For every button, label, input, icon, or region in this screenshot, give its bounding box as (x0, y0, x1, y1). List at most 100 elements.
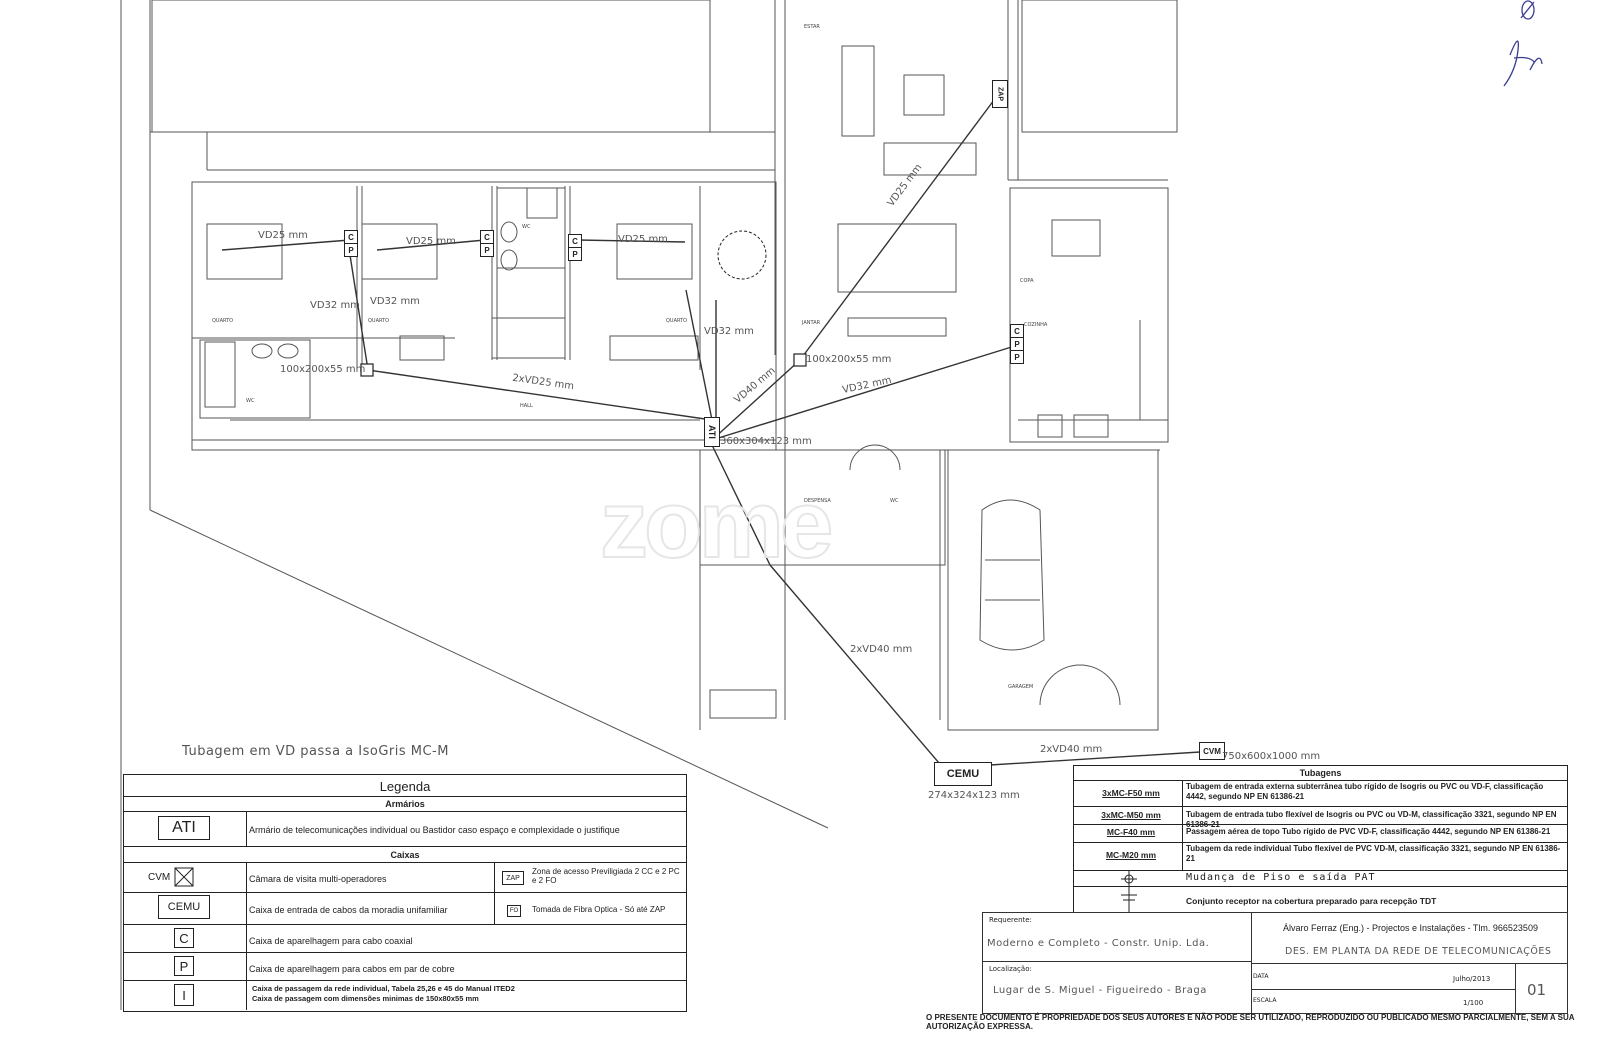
legend-section-header: Armários (385, 799, 425, 809)
data-value: Julho/2013 (1453, 975, 1491, 983)
cable-label: VD25 mm (258, 230, 308, 241)
data-label: DATA (1253, 973, 1269, 980)
room-label: WC (246, 398, 255, 404)
cvm-chamber: CVM (1199, 742, 1225, 760)
dimension-label: 750x600x1000 mm (1222, 751, 1321, 762)
antenna-desc: Conjunto receptor na cobertura preparado… (1186, 896, 1437, 906)
tubagem-desc: Tubagem da rede individual Tubo flexível… (1186, 844, 1561, 863)
sofa-bottom (883, 142, 977, 176)
room-label: COZINHA (1024, 322, 1048, 328)
bedroom-wing (191, 181, 777, 451)
tubagem-code: 3xMC-M50 mm (1101, 810, 1161, 820)
legend-cemu-desc: Caixa de entrada de cabos da moradia uni… (249, 905, 448, 915)
cable-network (221, 91, 1201, 771)
legend-section-header: Caixas (390, 850, 420, 860)
outlet-p: P (480, 243, 494, 257)
sheet-number: 01 (1527, 981, 1547, 999)
legend-i-desc: Caixa de passagem da rede individual, Ta… (252, 984, 515, 993)
room-label: GARAGEM (1008, 684, 1034, 690)
outlet-p: P (568, 247, 582, 261)
room-label: JANTAR (802, 320, 821, 326)
escala-value: 1/100 (1463, 999, 1484, 1007)
legend-cemu-symbol: CEMU (158, 895, 210, 919)
room-label: WC (890, 498, 899, 504)
outlet-c: C (1010, 324, 1024, 338)
requerente-value: Moderno e Completo - Constr. Unip. Lda. (987, 938, 1210, 949)
tubagem-desc: Tubagem de entrada externa subterrânea t… (1186, 782, 1544, 801)
legend-i-symbol: I (174, 984, 194, 1006)
cvm-cross-icon (174, 867, 194, 887)
room-label: WC (522, 224, 531, 230)
legend-title: Legenda (379, 779, 431, 794)
cable-label: 2xVD40 mm (850, 644, 913, 655)
dimension-label: 274x324x123 mm (928, 790, 1020, 801)
car (979, 499, 1045, 651)
legend-p-symbol: P (174, 956, 194, 976)
legend-c-desc: Caixa de aparelhagem para cabo coaxial (249, 936, 413, 946)
room-label: HALL (520, 403, 533, 409)
tubagem-code: MC-M20 mm (1105, 850, 1157, 860)
tubagens-table: Tubagens 3xMC-F50 mm Tubagem de entrada … (1073, 765, 1568, 915)
outlet-p: P (1010, 350, 1024, 364)
legend-table: Legenda Armários ATI Armário de telecomu… (123, 774, 687, 1012)
watermark: zome (599, 470, 834, 579)
copyright-footer: O PRESENTE DOCUMENTO É PROPRIEDADE DOS S… (926, 1013, 1575, 1031)
cable-label: VD32 mm (704, 326, 754, 337)
cable-label: 2xVD40 mm (1040, 744, 1103, 755)
tubagens-title: Tubagens (1299, 768, 1342, 778)
escala-label: ESCALA (1253, 997, 1277, 1004)
legend-ati-desc: Armário de telecomunicações individual o… (249, 825, 620, 835)
plot-boundary-diagonal (149, 509, 829, 829)
upper-terrace (151, 0, 711, 133)
antenna-icon (1121, 887, 1137, 913)
tubagem-desc: Passagem aérea de topo Tubo rígido de PV… (1186, 827, 1551, 836)
outlet-p: P (1010, 337, 1024, 351)
kitchen-block (1009, 187, 1169, 443)
drawing-title: DES. EM PLANTA DA REDE DE TELECOMUNICAÇÕ… (1285, 946, 1552, 957)
cable-label: VD25 mm (406, 236, 456, 247)
floor-change-icon (1121, 871, 1137, 887)
legend-fo-symbol: FO (507, 905, 521, 917)
legend-p-desc: Caixa de aparelhagem para cabos em par d… (249, 964, 455, 974)
legend-cvm-desc: Câmara de visita multi-operadores (249, 874, 387, 884)
sofa-left (841, 45, 875, 137)
bed-3 (616, 223, 693, 280)
tubagem-code: MC-F40 mm (1106, 827, 1156, 837)
box-i-mid (793, 353, 807, 367)
tree (717, 230, 767, 280)
legend-cvm-symbol: CVM (148, 872, 171, 883)
legend-zap-symbol: ZAP (502, 871, 524, 885)
bathtub (204, 341, 236, 408)
dimension-label: 100x200x55 mm (280, 364, 366, 375)
bed-2 (361, 223, 438, 280)
legend-c-symbol: C (174, 928, 194, 948)
legend-zap-desc: Zona de acesso Previligiada 2 CC e 2 PC … (532, 867, 680, 885)
room-label: QUARTO (368, 318, 390, 324)
bed-1 (206, 223, 283, 280)
cemu-box: CEMU (934, 762, 992, 786)
legend-ati-symbol: ATI (158, 816, 210, 840)
room-label: QUARTO (212, 318, 234, 324)
tubagem-code: 3xMC-F50 mm (1102, 788, 1160, 798)
garage (947, 449, 1159, 731)
signature-mark (1503, 0, 1543, 87)
title-block: Requerente: Moderno e Completo - Constr.… (982, 912, 1568, 1014)
legend-fo-desc: Tomada de Fibra Optica - Só até ZAP (532, 905, 666, 914)
room-label: DESPENSA (804, 498, 831, 504)
outlet-c: C (568, 234, 582, 248)
cable-label: VD32 mm (370, 296, 420, 307)
localizacao-value: Lugar de S. Miguel - Figueiredo - Braga (993, 985, 1207, 996)
dining-table (837, 223, 957, 293)
outlet-c: C (480, 230, 494, 244)
author: Álvaro Ferraz (Eng.) - Projectos e Insta… (1283, 923, 1538, 933)
ati-cabinet: ATI (704, 417, 720, 447)
copa-table (1051, 219, 1101, 257)
outlet-c: C (344, 230, 358, 244)
room-label: ESTAR (804, 24, 820, 30)
cable-label: VD25 mm (618, 234, 668, 245)
dimension-label: 360x304x123 mm (720, 436, 812, 447)
room-label: QUARTO (666, 318, 688, 324)
floor-change-desc: Mudança de Piso e saída PAT (1186, 872, 1376, 883)
plan-note: Tubagem em VD passa a IsoGris MC-M (182, 744, 449, 759)
